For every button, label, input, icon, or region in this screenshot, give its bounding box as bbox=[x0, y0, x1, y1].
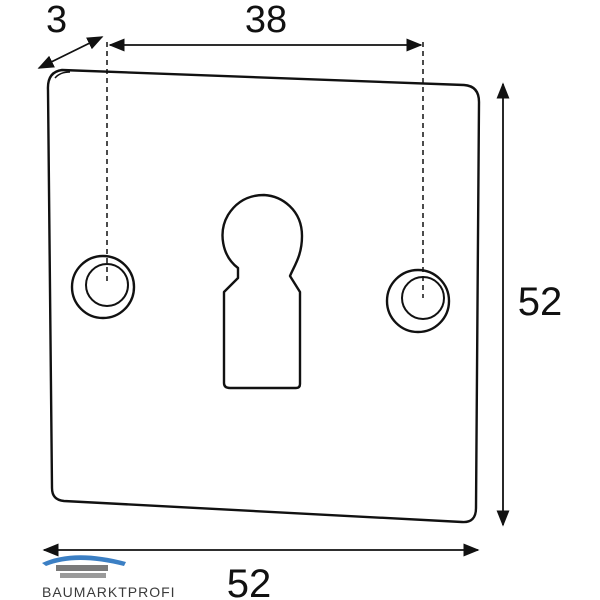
brand-logo: BAUMARKTPROFI bbox=[42, 555, 176, 600]
dimension-arrow-thickness bbox=[37, 36, 104, 69]
dimension-label-height: 52 bbox=[518, 280, 563, 324]
dimension-label-width: 52 bbox=[227, 562, 272, 600]
brand-logo-bar-icon-2 bbox=[60, 573, 106, 578]
screw-hole-left bbox=[70, 254, 136, 320]
brand-logo-text: BAUMARKTPROFI bbox=[42, 584, 176, 600]
keyhole bbox=[221, 193, 304, 390]
brand-logo-bar-icon bbox=[56, 565, 108, 571]
brand-logo-roof-icon bbox=[42, 555, 126, 566]
plate-edge bbox=[54, 71, 71, 79]
dimension-label-thickness: 3 bbox=[46, 0, 67, 41]
dimension-label-hole-spacing: 38 bbox=[245, 0, 287, 41]
